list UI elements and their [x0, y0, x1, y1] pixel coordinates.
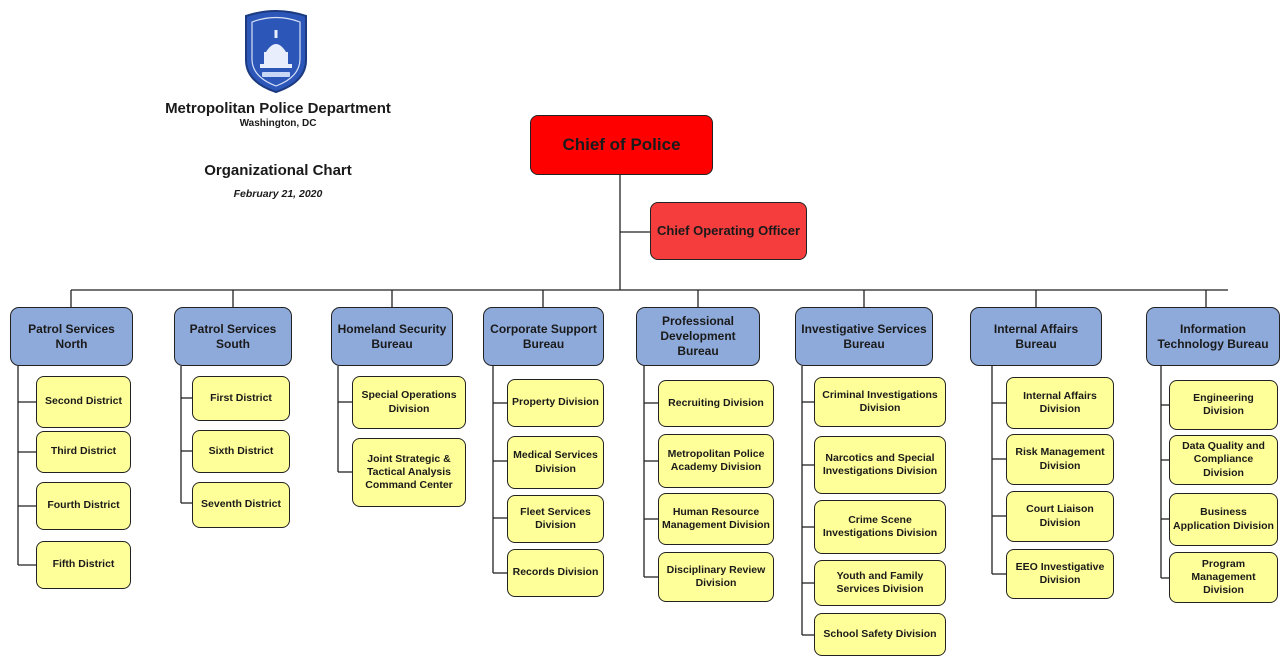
chief-of-police-box: Chief of Police: [530, 115, 713, 175]
division-box: Data Quality and Compliance Division: [1169, 435, 1278, 485]
bureau-internal-affairs: Internal Affairs Bureau: [970, 307, 1102, 366]
division-box: Crime Scene Investigations Division: [814, 500, 946, 554]
division-box: Joint Strategic & Tactical Analysis Comm…: [352, 438, 466, 507]
division-box: Program Management Division: [1169, 552, 1278, 603]
division-box: Engineering Division: [1169, 380, 1278, 430]
division-box: Disciplinary Review Division: [658, 552, 774, 602]
bureau-corporate-support: Corporate Support Bureau: [483, 307, 604, 366]
division-box: School Safety Division: [814, 613, 946, 656]
division-box: Criminal Investigations Division: [814, 377, 946, 427]
division-box: Property Division: [507, 379, 604, 427]
chart-title: Organizational Chart: [204, 162, 352, 179]
division-box: First District: [192, 376, 290, 421]
mpd-badge-logo: [240, 8, 312, 94]
division-box: Business Application Division: [1169, 493, 1278, 546]
division-box: EEO Investigative Division: [1006, 549, 1114, 599]
chart-date: February 21, 2020: [233, 188, 323, 200]
chief-operating-officer-box: Chief Operating Officer: [650, 202, 807, 260]
division-box: Court Liaison Division: [1006, 491, 1114, 542]
division-box: Fleet Services Division: [507, 495, 604, 543]
division-box: Narcotics and Special Investigations Div…: [814, 436, 946, 494]
division-box: Seventh District: [192, 482, 290, 528]
division-box: Youth and Family Services Division: [814, 560, 946, 606]
division-box: Human Resource Management Division: [658, 493, 774, 545]
bureau-investigative-services: Investigative Services Bureau: [795, 307, 933, 366]
division-box: Recruiting Division: [658, 380, 774, 427]
bureau-homeland-security: Homeland Security Bureau: [331, 307, 453, 366]
department-city: Washington, DC: [239, 118, 317, 129]
division-box: Medical Services Division: [507, 436, 604, 489]
bureau-information-technology: Information Technology Bureau: [1146, 307, 1280, 366]
division-box: Sixth District: [192, 430, 290, 473]
division-box: Third District: [36, 431, 131, 473]
division-box: Fifth District: [36, 541, 131, 589]
division-box: Risk Management Division: [1006, 434, 1114, 485]
bureau-patrol-services-south: Patrol Services South: [174, 307, 292, 366]
division-box: Fourth District: [36, 482, 131, 530]
department-name: Metropolitan Police Department: [165, 100, 391, 117]
division-box: Internal Affairs Division: [1006, 377, 1114, 429]
division-box: Records Division: [507, 549, 604, 597]
division-box: Special Operations Division: [352, 376, 466, 429]
division-box: Metropolitan Police Academy Division: [658, 434, 774, 488]
division-box: Second District: [36, 376, 131, 428]
bureau-patrol-services-north: Patrol Services North: [10, 307, 133, 366]
bureau-professional-development: Professional Development Bureau: [636, 307, 760, 366]
